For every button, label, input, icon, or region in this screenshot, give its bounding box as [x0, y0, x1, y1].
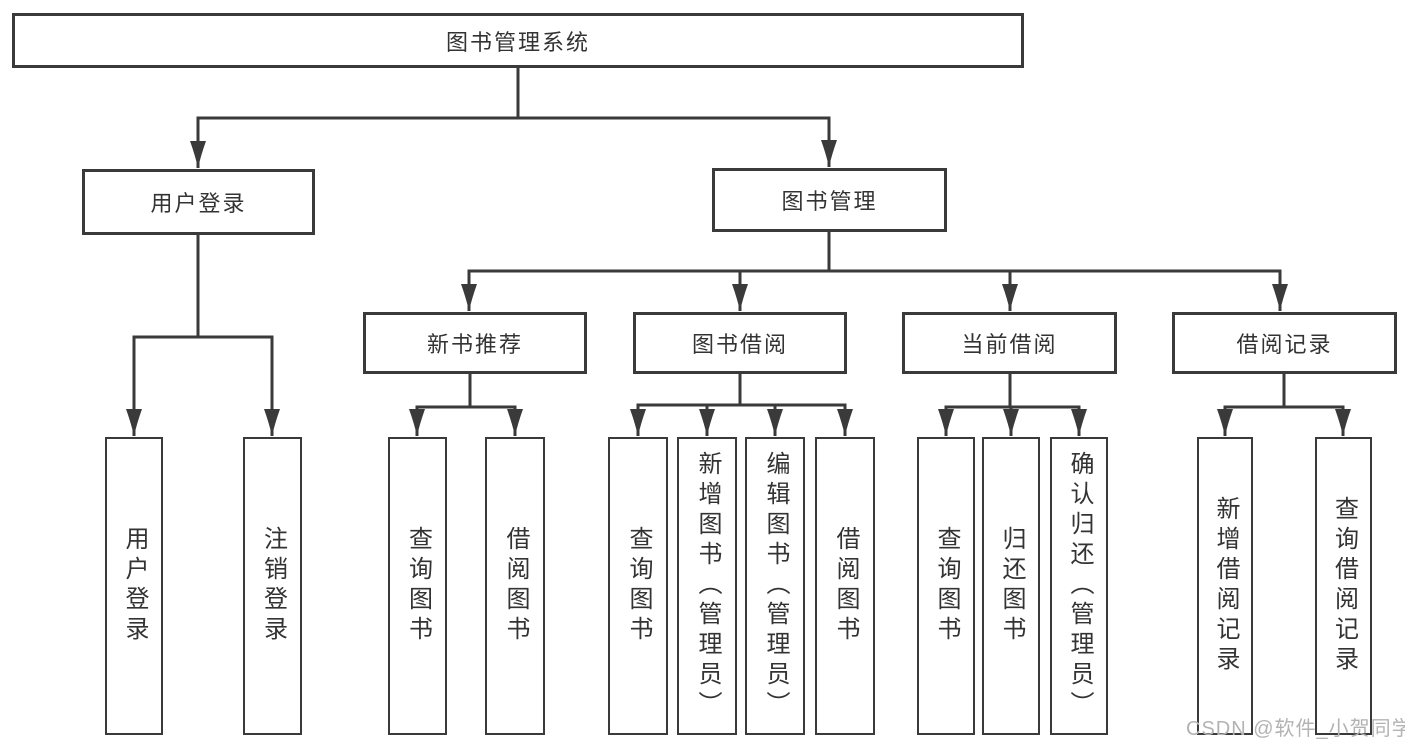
leaf-query-books: 查询图书: [608, 437, 668, 735]
arrow-down-icon: [190, 141, 206, 168]
arrow-down-icon: [699, 409, 715, 436]
node-current-borrow: 当前借阅: [902, 312, 1117, 374]
arrow-down-icon: [1002, 284, 1018, 311]
arrow-down-icon: [264, 409, 280, 436]
arrow-down-icon: [938, 409, 954, 436]
node-new-book-recommend: 新书推荐: [363, 312, 587, 374]
connector-newbook-to-leaves: [415, 405, 517, 436]
leaf-confirm-return-admin: 确认归还（管理员）: [1050, 437, 1108, 735]
leaf-add-book-admin: 新增图书（管理员）: [677, 437, 737, 735]
arrow-down-icon: [732, 284, 748, 311]
arrow-down-icon: [1272, 284, 1288, 311]
arrow-down-icon: [767, 409, 783, 436]
node-root-system: 图书管理系统: [12, 13, 1024, 68]
connector-root-to-level2: [196, 116, 831, 168]
arrow-down-icon: [409, 409, 425, 436]
leaf-query-borrow-record: 查询借阅记录: [1315, 437, 1372, 735]
arrow-down-icon: [1003, 409, 1019, 436]
arrow-down-icon: [821, 140, 837, 167]
arrow-down-icon: [630, 409, 646, 436]
csdn-watermark: CSDN @软件_小贺同学: [1186, 718, 1405, 740]
leaf-query-books: 查询图书: [388, 437, 447, 735]
leaf-borrow-books: 借阅图书: [815, 437, 875, 735]
node-user-login: 用户登录: [82, 169, 315, 235]
connector-userlogin-to-leaves: [132, 335, 274, 436]
leaf-edit-book-admin: 编辑图书（管理员）: [745, 437, 805, 735]
arrow-down-icon: [1071, 409, 1087, 436]
leaf-add-borrow-record: 新增借阅记录: [1197, 437, 1253, 735]
arrow-down-icon: [1335, 409, 1351, 436]
leaf-borrow-books: 借阅图书: [485, 437, 545, 735]
node-book-borrow: 图书借阅: [633, 312, 847, 374]
connector-bookmgmt-to-level3: [467, 269, 1282, 311]
connector-borrowrecord-to-leaves: [1223, 405, 1345, 436]
node-book-management: 图书管理: [712, 168, 947, 232]
arrow-down-icon: [837, 409, 853, 436]
leaf-query-books: 查询图书: [917, 437, 975, 735]
leaf-user-login: 用户登录: [105, 437, 163, 735]
leaf-return-books: 归还图书: [982, 437, 1040, 735]
leaf-logout: 注销登录: [243, 437, 302, 735]
arrow-down-icon: [461, 284, 477, 311]
arrow-down-icon: [126, 409, 142, 436]
node-borrow-record: 借阅记录: [1172, 312, 1397, 374]
connector-bookborrow-to-leaves: [636, 403, 847, 436]
arrow-down-icon: [1217, 409, 1233, 436]
arrow-down-icon: [507, 409, 523, 436]
